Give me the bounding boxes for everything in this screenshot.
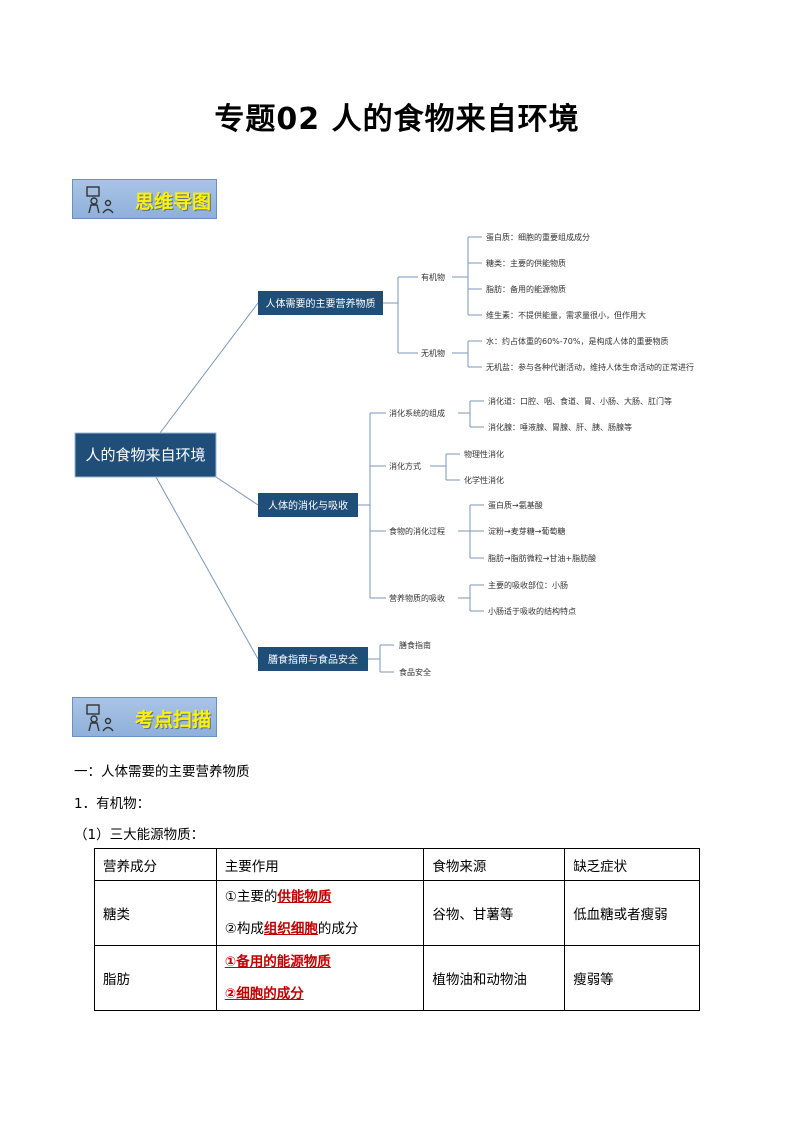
table-row: 糖类 ①主要的供能物质 ②构成组织细胞的成分 谷物、甘薯等 低血糖或者瘦弱 [94, 880, 700, 946]
connector-lines [155, 236, 484, 673]
mindmap-node-digest-process: 食物的消化过程 [389, 526, 445, 536]
mindmap-leaf: 蛋白质：细胞的重要组成成分 [486, 232, 590, 242]
mindmap-leaf: 消化道：口腔、咽、食道、胃、小肠、大肠、肛门等 [488, 396, 672, 406]
mindmap-branch-digestion [258, 493, 358, 517]
mindmap-node-food-safety: 食品安全 [399, 667, 431, 677]
banner-text: 考点扫描 [135, 709, 212, 731]
nutrients-table: 营养成分 主要作用 食物来源 缺乏症状 糖类 ①主要的供能物质 ②构成组织细胞的… [94, 848, 700, 1011]
mindmap-branch-digestion-text: 人体的消化与吸收 [268, 499, 348, 512]
mindmap-branch-nutrients [258, 291, 383, 315]
section-banner-scan: 考点扫描 [72, 697, 217, 737]
role-keyword: 供能物质 [277, 889, 332, 905]
mindmap-root-text: 人的食物来自环境 [85, 446, 205, 464]
mindmap-node-organic: 有机物 [421, 272, 445, 282]
teacher-icon [86, 186, 114, 214]
mindmap-leaf: 糖类：主要的供能物质 [486, 258, 566, 268]
subsection-heading: 1．有机物： [74, 796, 151, 812]
table-cell: 植物油和动物油 [423, 945, 566, 1011]
section-banner-mindmap: 思维导图 [72, 179, 217, 219]
role-line: ①主要的供能物质 [225, 881, 416, 913]
mindmap-node-absorb: 营养物质的吸收 [389, 593, 445, 603]
mindmap-leaf: 小肠适于吸收的结构特点 [488, 606, 576, 616]
table-cell: ①备用的能源物质 ②细胞的成分 [215, 945, 425, 1011]
role-keyword: ①备用的能源物质 [224, 954, 331, 970]
table-cell: 脂肪 [94, 945, 217, 1011]
role-text: ①主要的 [224, 889, 278, 905]
teacher-icon [86, 704, 114, 732]
table-cell: 谷物、甘薯等 [423, 880, 566, 946]
mindmap-leaf: 水：约占体重的60%-70%，是构成人体的重要物质 [486, 336, 668, 346]
mindmap-branch-nutrients-text: 人体需要的主要营养物质 [266, 297, 376, 310]
mindmap-leaf: 主要的吸收部位：小肠 [488, 580, 568, 590]
mindmap-leaf: 蛋白质→氨基酸 [488, 500, 543, 510]
mindmap-leaf: 淀粉→麦芽糖→葡萄糖 [488, 526, 565, 536]
role-text: 的成分 [317, 921, 359, 937]
table-header-cell: 食物来源 [423, 848, 566, 881]
table-cell: 糖类 [94, 880, 217, 946]
mindmap-node-digest-method: 消化方式 [389, 461, 421, 471]
table-header-cell: 营养成分 [94, 848, 217, 881]
mindmap-node-inorganic: 无机物 [421, 348, 445, 358]
banner-text: 思维导图 [135, 191, 212, 213]
mindmap-leaf: 物理性消化 [464, 449, 504, 459]
mindmap-leaf: 无机盐：参与各种代谢活动，维持人体生命活动的正常进行 [486, 362, 694, 372]
role-keyword: ②细胞的成分 [224, 986, 304, 1002]
mindmap-leaf: 脂肪→脂肪微粒→甘油+脂肪酸 [488, 553, 596, 563]
role-text: ②构成 [224, 921, 264, 937]
mindmap-leaf: 脂肪：备用的能源物质 [486, 284, 566, 294]
mindmap-branch-diet-text: 膳食指南与食品安全 [268, 653, 358, 666]
mindmap-leaf: 消化腺：唾液腺、胃腺、肝、胰、肠腺等 [488, 422, 632, 432]
mindmap-leaf: 化学性消化 [464, 475, 504, 485]
mind-map: 人的食物来自环境 人体需要的主要营养物质 人体的消化与吸收 膳食指南与食品安全 … [74, 232, 694, 677]
table-cell: 低血糖或者瘦弱 [564, 880, 700, 946]
mindmap-root-node [74, 432, 217, 478]
section-heading: 一：人体需要的主要营养物质 [74, 764, 250, 780]
role-line: ②构成组织细胞的成分 [225, 913, 416, 945]
table-row: 脂肪 ①备用的能源物质 ②细胞的成分 植物油和动物油 瘦弱等 [94, 945, 700, 1011]
mindmap-node-diet-guide: 膳食指南 [399, 640, 431, 650]
table-header-row: 营养成分 主要作用 食物来源 缺乏症状 [94, 848, 700, 881]
table-cell: ①主要的供能物质 ②构成组织细胞的成分 [215, 880, 425, 946]
mindmap-node-digest-system: 消化系统的组成 [389, 408, 445, 418]
subsection-heading: （1）三大能源物质： [74, 827, 205, 843]
mindmap-branch-diet [258, 647, 368, 671]
table-header-cell: 主要作用 [215, 848, 425, 881]
page-title: 专题02 人的食物来自环境 [214, 102, 580, 137]
role-keyword: 组织细胞 [263, 921, 318, 937]
table-header-cell: 缺乏症状 [564, 848, 700, 881]
table-cell: 瘦弱等 [564, 945, 700, 1011]
mindmap-leaf: 维生素：不提供能量，需求量很小，但作用大 [486, 310, 646, 320]
